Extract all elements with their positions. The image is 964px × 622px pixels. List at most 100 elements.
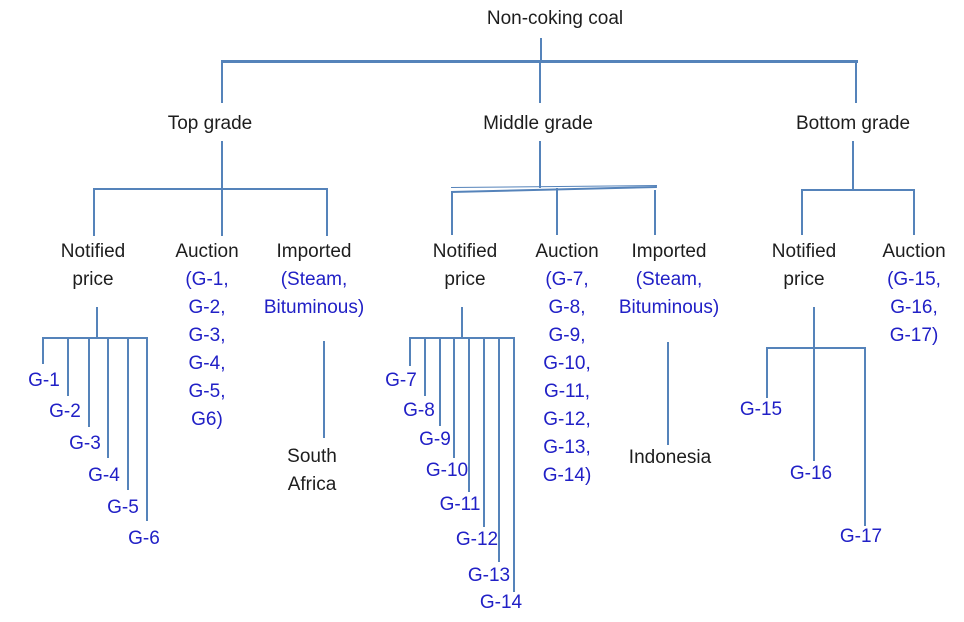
grade-label: G-3 [69,433,101,454]
connector-line [461,307,463,339]
auction-grade-item: G-16, [890,297,938,318]
grade-label: G-2 [49,401,81,422]
imported-type-item: Bituminous) [618,297,720,318]
grade-label: G-7 [385,370,417,391]
grade-label: G-6 [128,528,160,549]
connector-line [913,191,915,235]
source-line: Indonesia [628,447,712,468]
connector-line [864,347,866,526]
notified-label-line2: price [444,269,486,290]
grade-label: G-11 [439,494,481,515]
connector-line [667,342,669,445]
connector-line [453,339,455,458]
connector-line [424,339,426,396]
connector-line [539,62,541,103]
source-line: South [287,446,337,467]
auction-grade-item: G-9, [548,325,586,346]
connector-line [409,337,515,339]
connector-line [801,189,915,191]
connector-line [540,38,542,62]
connector-line [451,192,453,235]
auction-grade-item: G-2, [188,297,226,318]
bottom-auction-node: Auction (G-15, G-16, G-17) [882,238,945,350]
auction-grade-item: G-17) [889,325,939,346]
connector-line [654,190,656,235]
imported-label: Imported [631,241,707,262]
connector-line [852,141,854,190]
connector-line [93,190,95,236]
auction-grade-item: G-13, [543,437,591,458]
auction-grade-item: G-12, [543,409,591,430]
auction-grade-item: G-3, [188,325,226,346]
top-grade-node-label: Top grade [167,113,253,134]
notified-label-line2: price [783,269,825,290]
auction-label: Auction [882,241,946,262]
connector-line [409,339,411,366]
grade-label: G-16 [789,463,833,484]
imported-type-item: Bituminous) [263,297,365,318]
grade-label: G-9 [419,429,451,450]
auction-grade-item: G-14) [542,465,592,486]
connector-line [483,339,485,527]
top-imported-source-label: South Africa [287,443,337,499]
middle-imported-source-label: Indonesia [629,444,711,472]
auction-grade-item: G-10, [543,353,591,374]
bottom-grade-node-label: Bottom grade [795,113,911,134]
grade-label: G-13 [467,565,511,586]
root-node-label: Non-coking coal [486,8,624,29]
connector-line [439,339,441,426]
connector-line [88,339,90,427]
imported-type-item: (Steam, [280,269,348,290]
grade-label: G-14 [479,592,523,613]
notified-label-line1: Notified [771,241,837,262]
source-line: Africa [287,474,337,495]
auction-grade-item: G-5, [188,381,226,402]
connector-line [766,347,866,349]
grade-label: G-12 [455,529,499,550]
connector-line [221,60,858,63]
connector-line [813,307,815,348]
top-auction-node: Auction (G-1, G-2, G-3, G-4, G-5, G6) [175,238,238,434]
notified-label-line1: Notified [60,241,126,262]
bottom-notified-price-node: Notified price [772,238,836,294]
auction-grade-item: G-4, [188,353,226,374]
top-notified-price-node: Notified price [61,238,125,294]
imported-label: Imported [276,241,352,262]
connector-line [42,339,44,364]
connector-line [127,339,129,490]
connector-line [93,188,328,190]
connector-line [513,337,515,592]
grade-label: G-8 [403,400,435,421]
connector-line [556,188,558,235]
grade-label: G-5 [107,497,139,518]
connector-line [221,190,223,236]
grade-label: G-17 [839,526,883,547]
notified-label-line2: price [72,269,114,290]
auction-grade-item: G-11, [543,381,591,402]
top-imported-node: Imported (Steam, Bituminous) [264,238,364,322]
auction-grade-item: (G-1, [185,269,229,290]
connector-line [221,141,223,189]
middle-grade-node-label: Middle grade [483,113,593,134]
connector-line [326,190,328,236]
connector-line [146,337,148,521]
middle-notified-price-node: Notified price [433,238,497,294]
grade-label: G-4 [88,465,120,486]
auction-grade-item: (G-7, [545,269,589,290]
connector-line [468,339,470,492]
auction-label: Auction [175,241,239,262]
connector-line [498,339,500,562]
auction-grade-item: G6) [191,409,223,430]
connector-line [855,60,857,103]
grade-label: G-1 [28,370,60,391]
notified-label-line1: Notified [432,241,498,262]
connector-line [67,339,69,396]
connector-line [323,341,325,438]
connector-line [813,349,815,461]
auction-grade-item: G-8, [548,297,586,318]
middle-imported-node: Imported (Steam, Bituminous) [619,238,719,322]
connector-line [42,337,148,339]
grade-label: G-10 [425,460,469,481]
auction-grade-item: (G-15, [887,269,941,290]
